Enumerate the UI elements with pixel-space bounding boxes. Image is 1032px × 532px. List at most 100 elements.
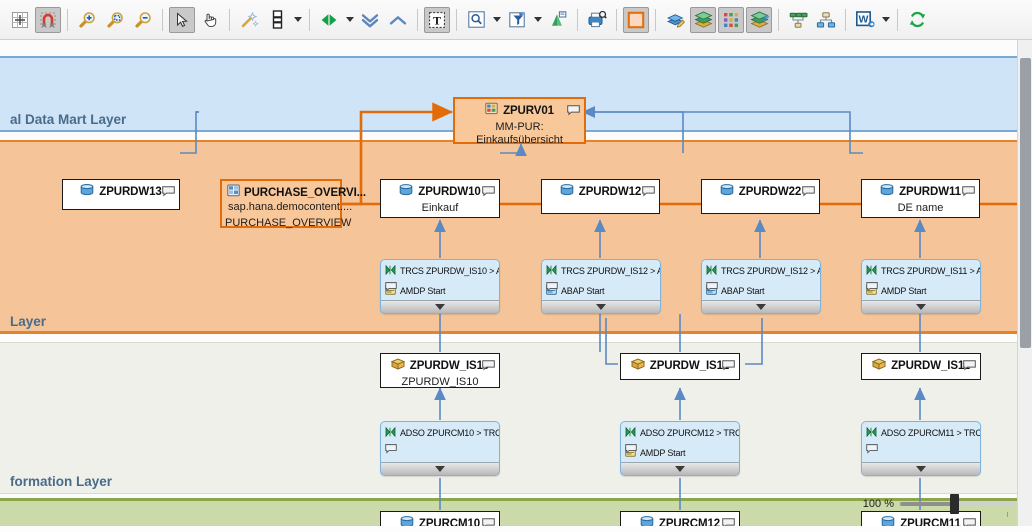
magic-wand-icon[interactable] xyxy=(236,7,262,33)
hierarchy-icon[interactable] xyxy=(545,7,571,33)
node-zpurdw-is12[interactable]: ZPURDW_IS12 xyxy=(620,353,740,380)
filter-icon[interactable] xyxy=(504,7,530,33)
print-preview-icon[interactable] xyxy=(584,7,610,33)
expand-down-icon[interactable] xyxy=(357,7,383,33)
comment-bubble-icon[interactable] xyxy=(385,441,397,459)
node-header: ZPURDW12 xyxy=(542,180,659,202)
comment-bubble-icon[interactable] xyxy=(482,358,495,376)
transformation-routine: ABAP Start xyxy=(542,280,660,300)
node-subtitle-line2: DE name xyxy=(897,202,944,214)
transformation-cm10-trcs[interactable]: ADSO ZPURCM10 > TRCS ZP... xyxy=(380,421,500,476)
node-zpurdw13[interactable]: ZPURDW13 xyxy=(62,179,180,210)
svg-text:W: W xyxy=(858,13,868,25)
layer-band xyxy=(0,342,1032,494)
zoom-slider-thumb[interactable] xyxy=(950,494,959,514)
node-header: ZPURDW10 xyxy=(381,180,499,202)
zoom-fit-icon[interactable] xyxy=(102,7,128,33)
comment-bubble-icon[interactable] xyxy=(866,441,878,459)
toolbar-separator xyxy=(897,8,898,31)
toolbar-group-layers xyxy=(661,6,773,33)
snap-to-grid-icon[interactable] xyxy=(35,6,61,33)
highlight-frame-icon[interactable] xyxy=(623,6,649,33)
zoom-slider-track[interactable] xyxy=(900,494,1016,517)
node-zpurdw22[interactable]: ZPURDW22 xyxy=(701,179,820,214)
text-tool-icon[interactable]: T xyxy=(424,6,450,33)
chevron-down-icon[interactable] xyxy=(343,7,356,33)
adso-icon xyxy=(399,183,413,201)
comment-bubble-icon[interactable] xyxy=(722,358,735,376)
layout-vertical-icon[interactable] xyxy=(264,7,290,33)
export-word-icon[interactable]: W xyxy=(852,7,878,33)
node-zpurdw12[interactable]: ZPURDW12 xyxy=(541,179,660,214)
node-zpurdw11[interactable]: ZPURDW11 DE name xyxy=(861,179,980,218)
comment-bubble-icon[interactable] xyxy=(625,441,637,459)
expand-transformation-button[interactable] xyxy=(621,462,739,475)
comment-bubble-icon[interactable] xyxy=(963,358,976,376)
transformation-is12-adso-a[interactable]: TRCS ZPURDW_IS12 > ADSO... ABAP Start xyxy=(541,259,661,314)
comment-bubble-icon[interactable] xyxy=(162,184,175,202)
zoom-out-icon[interactable] xyxy=(130,7,156,33)
expand-transformation-button[interactable] xyxy=(862,462,980,475)
expand-transformation-button[interactable] xyxy=(381,462,499,475)
find-icon[interactable] xyxy=(463,7,489,33)
zoom-slider-fill xyxy=(900,502,954,506)
collapse-up-icon[interactable] xyxy=(385,7,411,33)
tree-graph-icon[interactable] xyxy=(813,7,839,33)
comment-bubble-icon[interactable] xyxy=(706,279,718,297)
node-zpurv01[interactable]: ZPURV01 MM-PUR: Einkaufsübersicht xyxy=(453,97,586,146)
node-title: ZPURDW11 xyxy=(899,186,961,198)
chevron-down-icon[interactable] xyxy=(879,7,892,33)
node-zpurdw-is10[interactable]: ZPURDW_IS10 ZPURDW_IS10 xyxy=(380,353,500,388)
transformation-icon xyxy=(546,262,557,280)
node-subtitle-line2: MM-PUR: xyxy=(495,121,544,133)
network-graph-icon[interactable] xyxy=(785,7,811,33)
expand-transformation-button[interactable] xyxy=(542,300,660,313)
color-legend-icon[interactable] xyxy=(718,6,744,33)
comment-bubble-icon[interactable] xyxy=(962,184,975,202)
transformation-is10-adso[interactable]: TRCS ZPURDW_IS10 > ADSO... AMDP Start xyxy=(380,259,500,314)
transformation-label: TRCS ZPURDW_IS12 > ADSO... xyxy=(721,266,820,276)
node-zpurdw10[interactable]: ZPURDW10 Einkauf xyxy=(380,179,500,218)
node-header: ZPURDW22 xyxy=(702,180,819,202)
transformation-routine-label: AMDP Start xyxy=(400,286,446,296)
comment-bubble-icon[interactable] xyxy=(802,184,815,202)
vertical-scrollbar[interactable] xyxy=(1017,40,1032,532)
refresh-icon[interactable] xyxy=(904,7,930,33)
pan-hand-icon[interactable] xyxy=(197,7,223,33)
collapse-horizontal-icon[interactable] xyxy=(316,7,342,33)
zoom-in-icon[interactable] xyxy=(74,7,100,33)
grid-icon[interactable] xyxy=(7,7,33,33)
transformation-label: TRCS ZPURDW_IS10 > ADSO... xyxy=(400,266,499,276)
comment-bubble-icon[interactable] xyxy=(642,184,655,202)
chevron-down-icon[interactable] xyxy=(531,7,544,33)
comment-bubble-icon[interactable] xyxy=(546,279,558,297)
transformation-header: ADSO ZPURCM11 > TRCS ZP... xyxy=(862,422,980,442)
expand-transformation-button[interactable] xyxy=(702,300,820,313)
comment-bubble-icon[interactable] xyxy=(482,184,495,202)
transformation-is11-adso[interactable]: TRCS ZPURDW_IS11 > ADSO... AMDP Start xyxy=(861,259,981,314)
transformation-cm11-trcs[interactable]: ADSO ZPURCM11 > TRCS ZP... xyxy=(861,421,981,476)
transformation-routine-label: ABAP Start xyxy=(721,286,765,296)
show-layers-icon[interactable] xyxy=(690,6,716,33)
show-data-flow-icon[interactable] xyxy=(662,7,688,33)
node-zpurdw-is11[interactable]: ZPURDW_IS11 xyxy=(861,353,981,380)
comment-bubble-icon[interactable] xyxy=(385,279,397,297)
node-header: ZPURV01 xyxy=(455,99,584,121)
layer-landscape-icon[interactable] xyxy=(746,6,772,33)
chevron-down-icon[interactable] xyxy=(490,7,503,33)
comment-bubble-icon[interactable] xyxy=(866,279,878,297)
node-header: ZPURDW_IS11 xyxy=(862,354,980,376)
chevron-down-icon[interactable] xyxy=(291,7,304,33)
expand-transformation-button[interactable] xyxy=(381,300,499,313)
vertical-scrollbar-thumb[interactable] xyxy=(1020,58,1031,348)
select-pointer-icon[interactable] xyxy=(169,6,195,33)
dataflow-canvas[interactable]: al Data Mart Layer Layer formation Layer xyxy=(0,40,1032,532)
transformation-is12-adso-b[interactable]: TRCS ZPURDW_IS12 > ADSO... ABAP Start xyxy=(701,259,821,314)
expand-transformation-button[interactable] xyxy=(862,300,980,313)
node-title: PURCHASE_OVERVI... xyxy=(244,187,366,199)
node-purchase-overview[interactable]: PURCHASE_OVERVI... sap.hana.democontent.… xyxy=(220,179,366,229)
zoom-slider-control[interactable]: 100 % xyxy=(863,494,1016,517)
comment-bubble-icon[interactable] xyxy=(567,103,580,121)
adso-icon xyxy=(881,515,895,532)
transformation-cm12-trcs[interactable]: ADSO ZPURCM12 > TRCS ZP... AMDP Start xyxy=(620,421,740,476)
